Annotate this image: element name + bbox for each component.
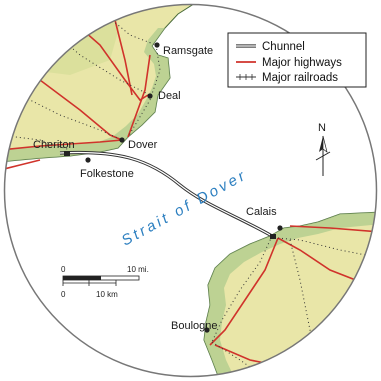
france-coast-shade — [204, 212, 377, 377]
france-railroads — [211, 235, 377, 377]
legend: Chunnel Major highways Major railroads — [227, 32, 367, 88]
folkestone-marker — [85, 157, 91, 163]
scale-bar: 0 10 mi. 0 10 km — [61, 265, 149, 299]
label-folkestone: Folkestone — [80, 168, 134, 180]
ramsgate-marker — [154, 42, 160, 48]
boulogne-marker — [204, 327, 210, 333]
label-cheriton: Cheriton — [33, 139, 75, 151]
scale-zero-km: 0 — [61, 290, 66, 299]
dover-marker — [119, 137, 125, 143]
label-boulogne: Boulogne — [171, 320, 218, 332]
legend-railroad-icon — [236, 74, 256, 80]
legend-chunnel-label: Chunnel — [262, 41, 305, 53]
label-ramsgate: Ramsgate — [163, 45, 213, 57]
north-arrow-icon — [315, 135, 331, 176]
scale-zero-miles: 0 — [61, 265, 66, 274]
label-dover: Dover — [128, 139, 158, 151]
legend-highways-label: Major highways — [262, 57, 342, 69]
calais-marker — [277, 225, 283, 231]
legend-railroads-label: Major railroads — [262, 72, 338, 84]
calais-terminal — [270, 234, 276, 239]
england-coast-shade — [4, 28, 170, 162]
deal-marker — [147, 93, 153, 99]
north-label: N — [318, 122, 326, 134]
scale-miles-label: 10 mi. — [127, 265, 149, 274]
cheriton-terminal — [64, 151, 70, 156]
scale-km-label: 10 km — [96, 290, 118, 299]
map-frame — [3, 3, 378, 378]
legend-box — [227, 32, 367, 88]
label-deal: Deal — [158, 90, 181, 102]
town-markers — [64, 42, 283, 333]
label-calais: Calais — [246, 206, 277, 218]
